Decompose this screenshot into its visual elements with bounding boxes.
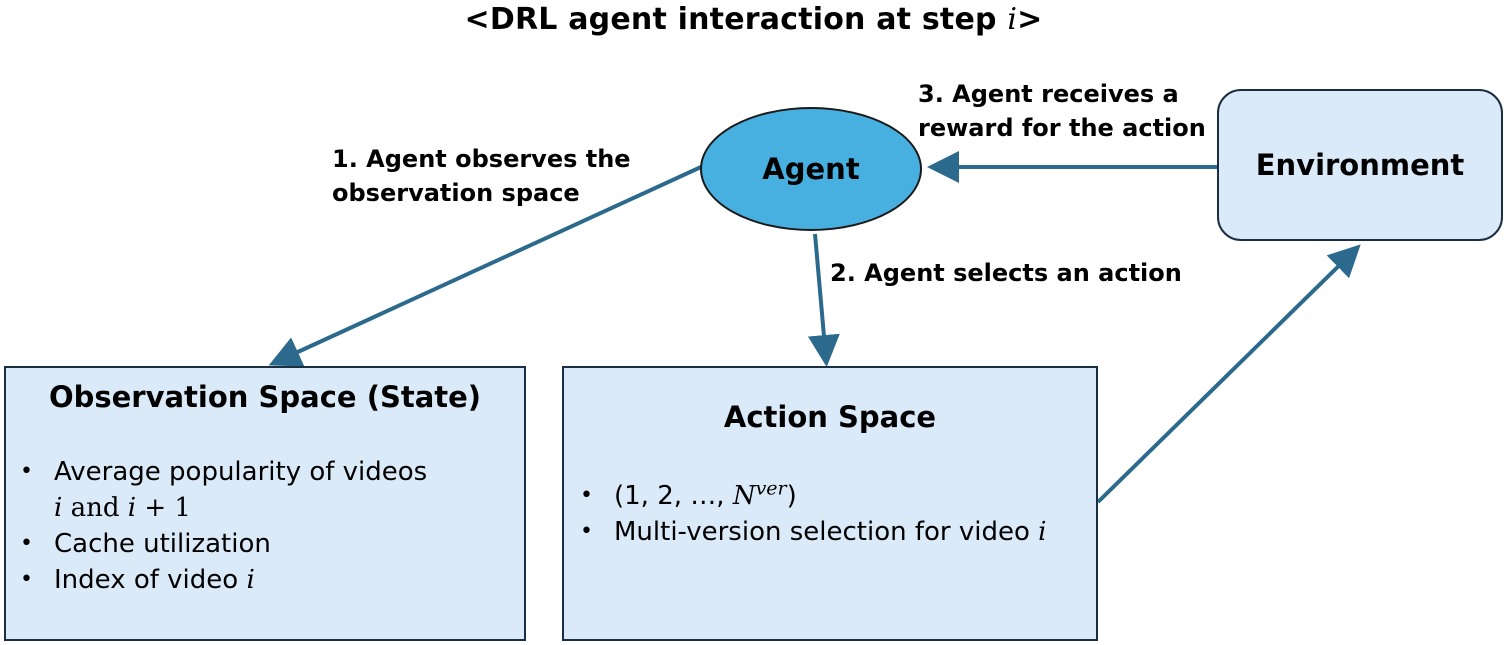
observe-label: 1. Agent observes the observation space — [332, 142, 631, 210]
observation-space-box: Observation Space (State) Average popula… — [4, 366, 526, 641]
action-space-list: (1, 2, …, Nver) Multi-version selection … — [572, 478, 1046, 550]
title-prefix: <DRL agent interaction at step — [464, 2, 1008, 37]
list-item: Average popularity of videos — [12, 454, 427, 490]
action-space-box: Action Space (1, 2, …, Nver) Multi-versi… — [562, 366, 1098, 641]
item-text: Cache utilization — [54, 529, 271, 559]
item-var: i — [246, 565, 255, 595]
item-var: i — [54, 493, 63, 523]
list-item: Cache utilization — [12, 526, 427, 562]
list-item-continuation: i and i + 1 — [12, 490, 427, 526]
agent-node: Agent — [700, 107, 922, 231]
item-text: Multi-version selection for video — [614, 517, 1039, 547]
agent-label: Agent — [762, 152, 860, 186]
observe-label-line1: 1. Agent observes the — [332, 145, 631, 173]
item-var: i — [127, 493, 137, 523]
action-to-environment-arrow — [1096, 244, 1361, 504]
item-var: i — [1038, 517, 1047, 547]
item-text: Index of video — [54, 565, 247, 595]
list-item: Index of video i — [12, 562, 427, 598]
reward-label-line1: 3. Agent receives a — [918, 80, 1179, 108]
item-text: (1, 2, …, — [614, 481, 733, 511]
observe-label-line2: observation space — [332, 179, 580, 207]
item-var: N — [732, 481, 756, 511]
title-suffix: > — [1017, 2, 1043, 37]
observation-space-list: Average popularity of videos i and i + 1… — [12, 454, 427, 598]
item-text: + 1 — [136, 493, 191, 523]
item-text: and — [62, 493, 128, 523]
list-item: Multi-version selection for video i — [572, 514, 1046, 550]
select-action-label-line1: 2. Agent selects an action — [830, 259, 1182, 287]
observe-arrow — [268, 165, 702, 367]
item-text: Average popularity of videos — [54, 457, 428, 487]
observation-space-title: Observation Space (State) — [48, 380, 482, 414]
reward-label-line2: reward for the action — [918, 114, 1206, 142]
reward-label: 3. Agent receives a reward for the actio… — [918, 77, 1206, 145]
select-action-label: 2. Agent selects an action — [830, 256, 1182, 290]
list-item: (1, 2, …, Nver) — [572, 478, 1046, 514]
item-text: ) — [786, 481, 797, 511]
select-action-arrow — [807, 233, 840, 367]
environment-node: Environment — [1217, 89, 1503, 241]
action-space-title: Action Space — [723, 400, 937, 434]
environment-label: Environment — [1255, 148, 1465, 182]
item-superscript: ver — [755, 477, 787, 500]
title-step-variable: i — [1007, 2, 1018, 37]
diagram-title: <DRL agent interaction at step i> — [0, 2, 1507, 37]
